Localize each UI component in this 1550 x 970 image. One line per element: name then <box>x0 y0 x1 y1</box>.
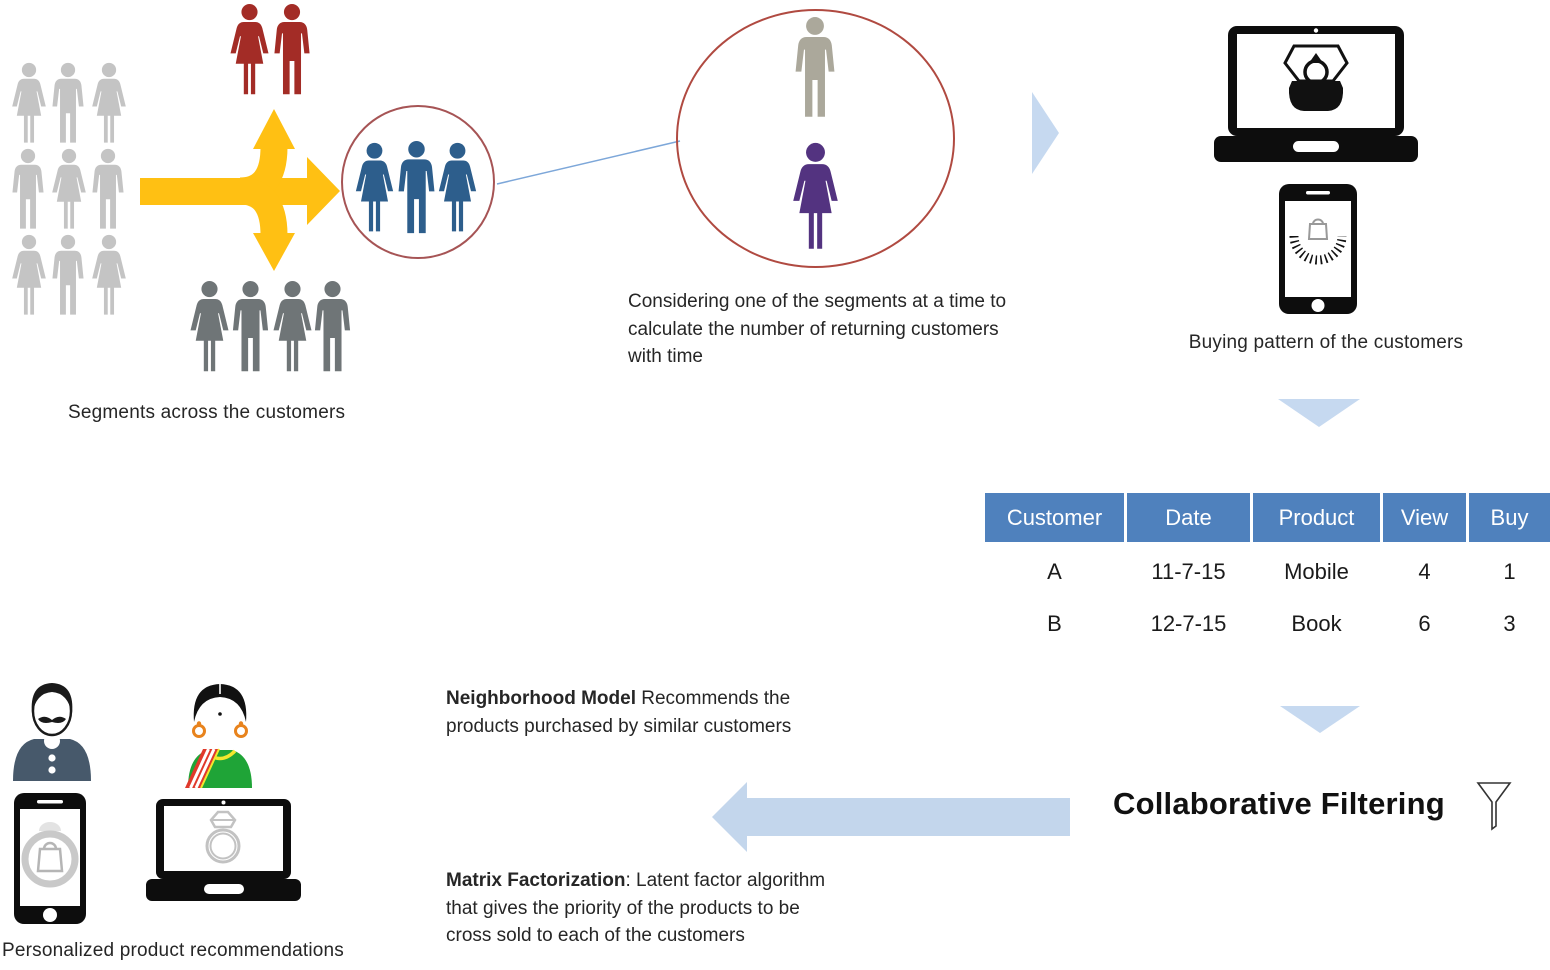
table-cell: 3 <box>1503 611 1516 636</box>
table-cell: A <box>1047 559 1062 584</box>
collaborative-filtering-title: Collaborative Filtering <box>1113 786 1445 821</box>
blue-woman-icon <box>354 140 395 237</box>
segmentation-split-arrow <box>140 109 340 271</box>
segments-caption: Segments across the customers <box>68 402 346 423</box>
neighborhood-model-description: Recommends the products purchased by sim… <box>446 688 792 737</box>
table-cell: Book <box>1291 611 1342 636</box>
table-cell: 11-7-15 <box>1151 559 1226 584</box>
column-header: Customer <box>985 493 1124 542</box>
column-header: Product <box>1253 493 1380 542</box>
segment-connector-line <box>496 140 681 185</box>
gray-man-icon <box>90 148 126 232</box>
gray-woman-icon <box>271 280 314 375</box>
man-avatar <box>13 683 91 781</box>
flow-arrow-down-icon <box>1278 399 1360 427</box>
flow-arrow-right-icon <box>1032 92 1059 174</box>
gray-man-icon <box>50 234 86 318</box>
phone-necklace-icon <box>1279 184 1357 314</box>
gray-man-icon <box>230 280 271 375</box>
purple-woman-icon <box>791 141 840 254</box>
gray-woman-icon <box>90 62 128 146</box>
table-cell: B <box>1047 611 1062 636</box>
gray-man-icon <box>10 148 46 232</box>
buying-pattern-caption: Buying pattern of the customers <box>1188 332 1464 353</box>
woman-avatar <box>185 684 252 788</box>
tan-man-icon <box>794 12 836 125</box>
neighborhood-model-text: Neighborhood Model Recommends the produc… <box>446 685 846 740</box>
gray-man-icon <box>50 62 86 146</box>
phone-shopping-bag-icon <box>14 793 86 924</box>
flow-arrow-down-icon <box>1280 706 1360 733</box>
column-header: Date <box>1127 493 1250 542</box>
table-cell: 6 <box>1418 611 1431 636</box>
red-woman-icon <box>227 3 272 98</box>
laptop-ring-box-icon <box>1214 26 1418 162</box>
red-man-icon <box>271 3 313 98</box>
table-row: A 11-7-15 Mobile 4 1 <box>985 550 1550 594</box>
matrix-factorization-description: : Latent factor algorithm that gives the… <box>446 870 826 946</box>
gray-woman-icon <box>10 62 48 146</box>
matrix-factorization-title: Matrix Factorization <box>446 870 626 891</box>
gray-woman-icon <box>50 148 88 232</box>
laptop-ring-icon <box>146 799 301 901</box>
filter-funnel-icon <box>1476 782 1512 831</box>
gray-woman-icon <box>188 280 231 375</box>
neighborhood-model-title: Neighborhood Model <box>446 688 636 709</box>
table-row: B 12-7-15 Book 6 3 <box>985 602 1550 646</box>
column-header: View <box>1383 493 1466 542</box>
buying-pattern-table: Customer Date Product View Buy A 11-7-15… <box>985 493 1550 646</box>
considering-caption: Considering one of the segments at a tim… <box>628 291 1007 367</box>
gray-woman-icon <box>10 234 48 318</box>
gray-man-icon <box>312 280 353 375</box>
selected-segment-circle <box>341 105 495 259</box>
gray-woman-icon <box>90 234 128 318</box>
blue-man-icon <box>397 140 436 237</box>
column-header: Buy <box>1469 493 1550 542</box>
table-cell: 4 <box>1418 559 1431 584</box>
table-cell: 12-7-15 <box>1150 611 1227 636</box>
segment-zoom-circle <box>676 9 955 268</box>
table-header-row: Customer Date Product View Buy <box>985 493 1550 542</box>
table-cell: Mobile <box>1284 559 1349 584</box>
personalized-recommendations-caption: Personalized product recommendations <box>2 940 344 961</box>
table-cell: 1 <box>1503 559 1516 584</box>
flow-arrow-left-icon <box>712 782 1070 852</box>
blue-woman-icon <box>437 140 478 237</box>
matrix-factorization-text: Matrix Factorization: Latent factor algo… <box>446 867 826 950</box>
